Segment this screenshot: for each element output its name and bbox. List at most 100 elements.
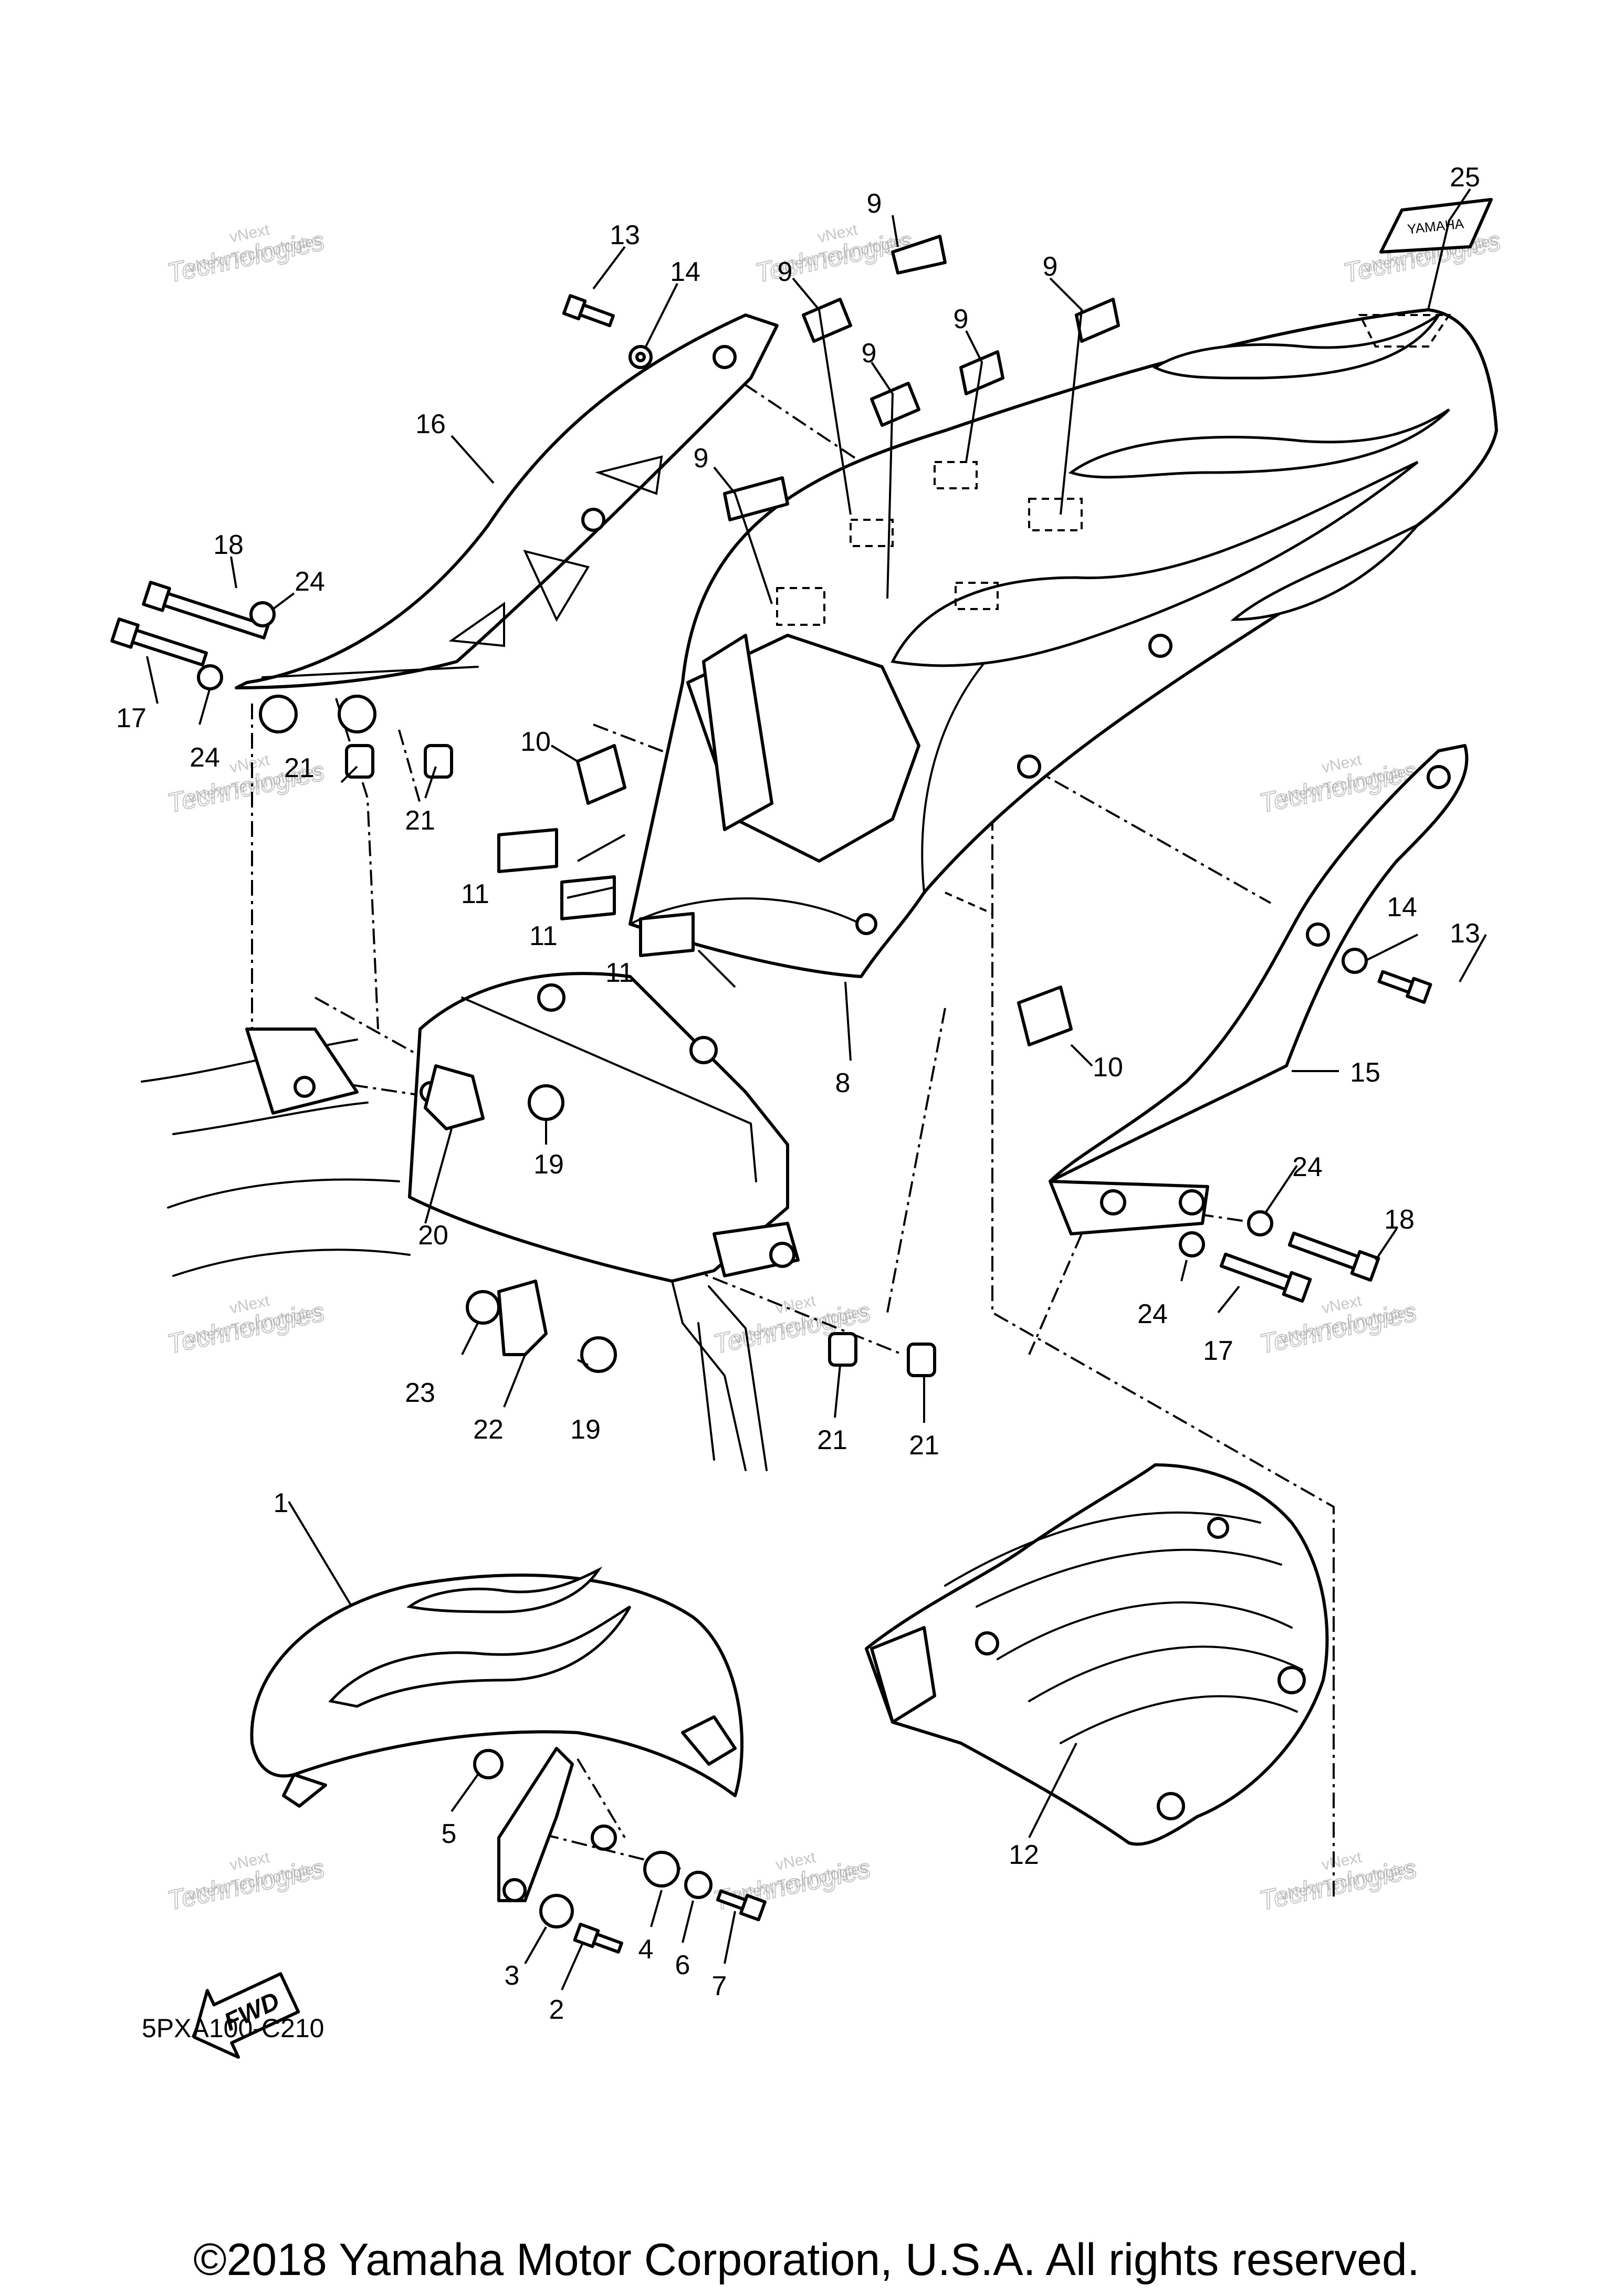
callout-19: 19 <box>570 1414 601 1445</box>
callout-11: 11 <box>461 879 489 909</box>
callout-14: 14 <box>1387 892 1417 922</box>
fender-stay <box>497 1747 574 1902</box>
callout-24: 24 <box>295 567 325 597</box>
callout-5: 5 <box>442 1819 457 1849</box>
decal-9 <box>891 235 947 275</box>
callout-11: 11 <box>605 958 634 988</box>
callout-4: 4 <box>638 1934 654 1965</box>
frame <box>141 972 800 1471</box>
decal-9 <box>1075 298 1120 343</box>
bolt-7 <box>716 1889 767 1922</box>
bolt-13 <box>1377 970 1432 1004</box>
nut-19 <box>580 1336 617 1373</box>
callout-13: 13 <box>610 220 640 250</box>
watermark: Technologies vNext Technologies vNext <box>752 221 916 289</box>
fender-flame-2 <box>1068 408 1450 479</box>
callout-21: 21 <box>405 805 435 836</box>
decal-11 <box>560 875 616 920</box>
front-fender-body <box>250 1574 743 1797</box>
callout-21: 21 <box>817 1425 847 1455</box>
callout-17: 17 <box>116 703 146 733</box>
callout-15: 15 <box>1350 1057 1380 1088</box>
nut-19 <box>528 1084 564 1121</box>
decal-25: YAMAHA <box>1379 198 1493 254</box>
decal-9 <box>802 298 852 343</box>
watermark: Technologies vNext Technologies vNext <box>164 221 328 289</box>
callout-3: 3 <box>505 1960 520 1991</box>
callouts: 13 14 16 18 24 17 24 21 21 9 9 9 9 9 9 2… <box>116 162 1480 2025</box>
damper-4 <box>643 1851 680 1888</box>
washer-24 <box>1179 1231 1205 1257</box>
side-cover-16 <box>235 313 779 733</box>
washer-6 <box>684 1871 713 1899</box>
callout-1: 1 <box>274 1488 289 1518</box>
callout-24: 24 <box>1292 1152 1323 1182</box>
bolt-18 <box>142 581 270 639</box>
callout-10: 10 <box>520 727 551 757</box>
callout-25: 25 <box>1450 162 1480 193</box>
diagram-code: 5PXA100-C210 <box>142 2014 324 2043</box>
callout-9: 9 <box>694 443 709 474</box>
callout-13: 13 <box>1450 918 1480 949</box>
clip-10 <box>1017 986 1073 1046</box>
washer-hole <box>635 352 646 362</box>
inner-fender <box>865 1463 1329 1846</box>
callout-21: 21 <box>909 1430 939 1461</box>
damper-3 <box>539 1894 574 1928</box>
decal-11 <box>639 912 695 957</box>
watermark: Technologies vNext Technologies vNext <box>164 1849 328 1917</box>
clip-10 <box>576 744 626 805</box>
inner-fender-hole <box>975 1631 999 1655</box>
fender-flame-1 <box>891 460 1419 667</box>
washer-24 <box>197 664 223 690</box>
front-fender-hole <box>591 1825 617 1851</box>
front-fender <box>250 1566 743 1902</box>
callout-18: 18 <box>1384 1204 1415 1235</box>
nut-23 <box>466 1290 500 1325</box>
washer-14 <box>1342 948 1368 974</box>
inner-fender-hole <box>1207 1517 1229 1539</box>
callout-19: 19 <box>533 1149 564 1180</box>
callout-12: 12 <box>1009 1840 1039 1870</box>
inner-fender-hole <box>1277 1666 1306 1694</box>
collar-21 <box>907 1343 936 1377</box>
callout-6: 6 <box>675 1950 690 1980</box>
front-fender-flame-1 <box>328 1605 632 1708</box>
bolt-13 <box>562 294 615 328</box>
inner-fender-hole <box>1157 1792 1185 1820</box>
hardware <box>110 294 1432 1377</box>
callout-24: 24 <box>1137 1299 1168 1329</box>
leader-lines <box>146 188 1487 1990</box>
fender-flame-4 <box>1230 523 1419 621</box>
callout-9: 9 <box>778 257 793 287</box>
decal-9 <box>870 382 920 427</box>
callout-16: 16 <box>415 409 446 439</box>
washer-24 <box>1247 1210 1273 1236</box>
watermark: Technologies vNext Technologies vNext <box>1256 1849 1420 1917</box>
decal-9 <box>959 350 1004 395</box>
callout-8: 8 <box>835 1068 851 1098</box>
callout-22: 22 <box>473 1414 504 1445</box>
washer-24 <box>249 601 276 627</box>
callout-23: 23 <box>405 1378 435 1408</box>
callout-10: 10 <box>1093 1052 1123 1083</box>
clips <box>576 744 1073 1046</box>
bolt-17 <box>110 617 208 667</box>
rear-fender <box>629 308 1498 978</box>
callout-21: 21 <box>284 753 315 783</box>
watermark: Technologies vNext Technologies vNext <box>164 1292 328 1360</box>
callout-7: 7 <box>712 1971 727 2001</box>
bolt-17 <box>1219 1252 1312 1303</box>
bushing <box>338 695 376 733</box>
bushing <box>259 695 298 733</box>
collar-5 <box>473 1749 504 1779</box>
callout-9: 9 <box>954 304 969 334</box>
clip-20 <box>424 1064 485 1130</box>
front-hardware <box>473 1749 767 1954</box>
callout-20: 20 <box>418 1220 448 1251</box>
side-cover-15 <box>1049 744 1469 1235</box>
callout-9: 9 <box>1043 251 1058 282</box>
decal-11 <box>497 828 558 873</box>
bracket-22 <box>497 1280 548 1356</box>
